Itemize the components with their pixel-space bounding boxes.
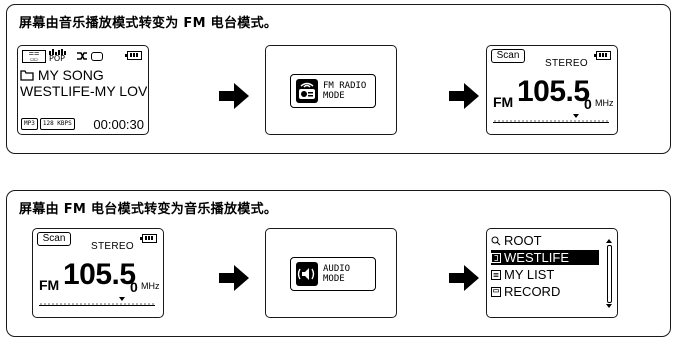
music-play-screen: ☰☰▭▭ POP MY SONG WESTL (17, 45, 149, 135)
genre-group: POP (49, 49, 73, 63)
list-item-westlife[interactable]: WESTLIFE (491, 250, 599, 265)
arrow-right-icon (219, 265, 249, 291)
eq-mode-icon: ☰☰▭▭ (22, 49, 46, 63)
mode-label-line1: AUDIO (323, 264, 351, 274)
stereo-indicator: STEREO (545, 58, 588, 69)
list-item-record[interactable]: RECORD (491, 284, 560, 299)
tuning-marker-icon (119, 297, 125, 301)
artist-track: WESTLIFE-MY LOVE (20, 83, 149, 99)
scan-button[interactable]: Scan (491, 49, 525, 63)
list-item-label: MY LIST (504, 267, 555, 282)
root-folder-icon (491, 236, 501, 245)
track-title: MY SONG (37, 67, 104, 83)
mode-label-line1: FM RADIO (323, 81, 367, 91)
status-icons: ☰☰▭▭ POP (22, 49, 103, 63)
bitrate-tag: 128 KBPS (39, 118, 75, 130)
list-item-root[interactable]: ROOT (491, 233, 542, 248)
audio-icon (296, 262, 318, 286)
panel-heading: 屏幕由音乐播放模式转变为 FM 电台模式。 (19, 16, 278, 31)
tuning-scale (493, 120, 609, 123)
fm-radio-mode-screen: FM RADIO MODE (265, 45, 397, 135)
mode-box: AUDIO MODE (290, 257, 376, 291)
record-icon (491, 286, 501, 297)
scroll-down-icon[interactable] (606, 304, 612, 308)
format-tags: MP3 128 KBPS (21, 118, 75, 130)
mode-label: FM RADIO MODE (323, 81, 366, 101)
radio-icon (296, 79, 318, 103)
battery-icon (140, 234, 157, 243)
frequency-unit: MHz (595, 98, 614, 108)
arrow-right-icon (449, 83, 479, 109)
band-label: FM (493, 94, 514, 110)
frequency: 105.5 (517, 75, 590, 108)
mode-label: AUDIO MODE (323, 264, 350, 284)
frequency-unit: MHz (141, 281, 160, 291)
shuffle-icon (77, 52, 87, 60)
scrollbar[interactable] (607, 245, 612, 303)
mode-label-line2: MODE (323, 91, 345, 101)
folder-icon (20, 70, 34, 81)
frequency-decimal: 0 (130, 279, 138, 295)
file-browser-screen: ROOT WESTLIFE MY LIST RECORD (486, 228, 618, 318)
elapsed-time: 00:00:30 (93, 117, 144, 132)
scan-button[interactable]: Scan (37, 232, 71, 246)
stereo-indicator: STEREO (91, 241, 134, 252)
audio-mode-screen: AUDIO MODE (265, 228, 397, 318)
list-item-label: ROOT (504, 233, 542, 248)
list-item-label: RECORD (504, 284, 561, 299)
list-icon (491, 269, 501, 280)
tuning-marker-icon (573, 114, 579, 118)
list-item-my-list[interactable]: MY LIST (491, 267, 554, 282)
list-item-label: WESTLIFE (504, 250, 570, 265)
band-label: FM (39, 277, 60, 293)
mode-label-line2: MODE (323, 274, 345, 284)
mode-box: FM RADIO MODE (290, 74, 376, 108)
panel-fm-to-music: 屏幕由 FM 电台模式转变为音乐播放模式。 Scan STEREO FM 105… (6, 190, 671, 337)
panel-heading: 屏幕由 FM 电台模式转变为音乐播放模式。 (19, 202, 278, 217)
scroll-up-icon[interactable] (606, 239, 612, 243)
battery-icon (125, 51, 142, 60)
frequency: 105.5 (63, 258, 136, 291)
tuning-scale (39, 303, 155, 306)
folder-icon (491, 252, 501, 263)
fm-tuner-screen: Scan STEREO FM 105.5 0 MHz (486, 45, 618, 135)
frequency-decimal: 0 (584, 96, 592, 112)
format-tag: MP3 (21, 118, 38, 130)
genre-label: POP (49, 54, 65, 63)
battery-icon (594, 51, 611, 60)
arrow-right-icon (219, 83, 249, 109)
fm-tuner-screen: Scan STEREO FM 105.5 0 MHz (32, 228, 164, 318)
spectrum-icon (49, 49, 66, 55)
track-title-row: MY SONG (20, 68, 104, 83)
arrow-right-icon (449, 265, 479, 291)
panel-music-to-fm: 屏幕由音乐播放模式转变为 FM 电台模式。 ☰☰▭▭ POP (6, 4, 671, 154)
repeat-icon (91, 51, 103, 61)
